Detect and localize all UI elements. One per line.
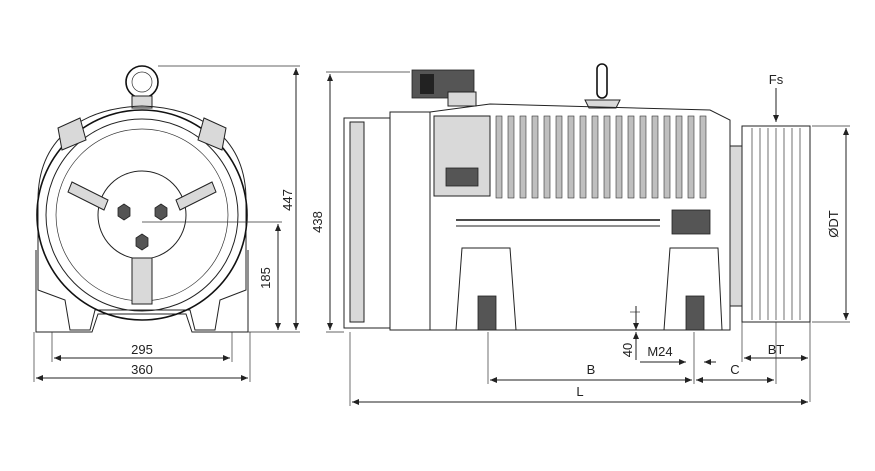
brake-ring-outer bbox=[36, 109, 248, 321]
spoke-left bbox=[67, 181, 109, 211]
sheave-grooves bbox=[751, 128, 801, 320]
dim-foot-spacing: 295 bbox=[131, 342, 153, 357]
dim-force: Fs bbox=[769, 72, 784, 87]
side-view: 438 40 M24 B C BT L ØDT Fs bbox=[310, 63, 850, 406]
dim-foot-height: 40 bbox=[620, 343, 635, 357]
nameplate bbox=[671, 209, 711, 235]
dim-C: C bbox=[730, 362, 739, 377]
dim-B: B bbox=[587, 362, 596, 377]
dimension-lines-front bbox=[33, 65, 300, 382]
motor-body bbox=[429, 103, 731, 331]
dim-side-height: 438 bbox=[310, 211, 325, 233]
lifting-eye-icon bbox=[125, 65, 159, 109]
dim-height-total: 447 bbox=[280, 189, 295, 211]
dim-BT: BT bbox=[768, 342, 785, 357]
bolt-right-icon bbox=[685, 295, 705, 331]
bracket-right bbox=[197, 117, 227, 151]
front-view: 447 185 295 360 bbox=[33, 65, 300, 382]
dim-sheave-diameter: ØDT bbox=[826, 210, 841, 238]
spoke-right bbox=[175, 181, 217, 211]
cooling-fins bbox=[495, 115, 707, 199]
hex-bolt-icon bbox=[117, 203, 168, 251]
connector-icon bbox=[411, 69, 477, 107]
dimension-lines-side bbox=[326, 71, 850, 406]
dim-overall-width: 360 bbox=[131, 362, 153, 377]
brake-ring-inner bbox=[45, 118, 239, 312]
bolt-left-icon bbox=[477, 295, 497, 331]
dim-bolt: M24 bbox=[647, 344, 672, 359]
base-outline bbox=[35, 250, 249, 333]
lifting-eye-side-icon bbox=[584, 63, 621, 109]
bracket-left bbox=[57, 117, 87, 151]
rear-flange bbox=[389, 111, 431, 331]
foot-right bbox=[663, 247, 723, 331]
foot-left bbox=[455, 247, 517, 331]
dim-axis-height: 185 bbox=[258, 267, 273, 289]
dim-L: L bbox=[576, 384, 583, 399]
spoke-bottom bbox=[131, 257, 153, 305]
